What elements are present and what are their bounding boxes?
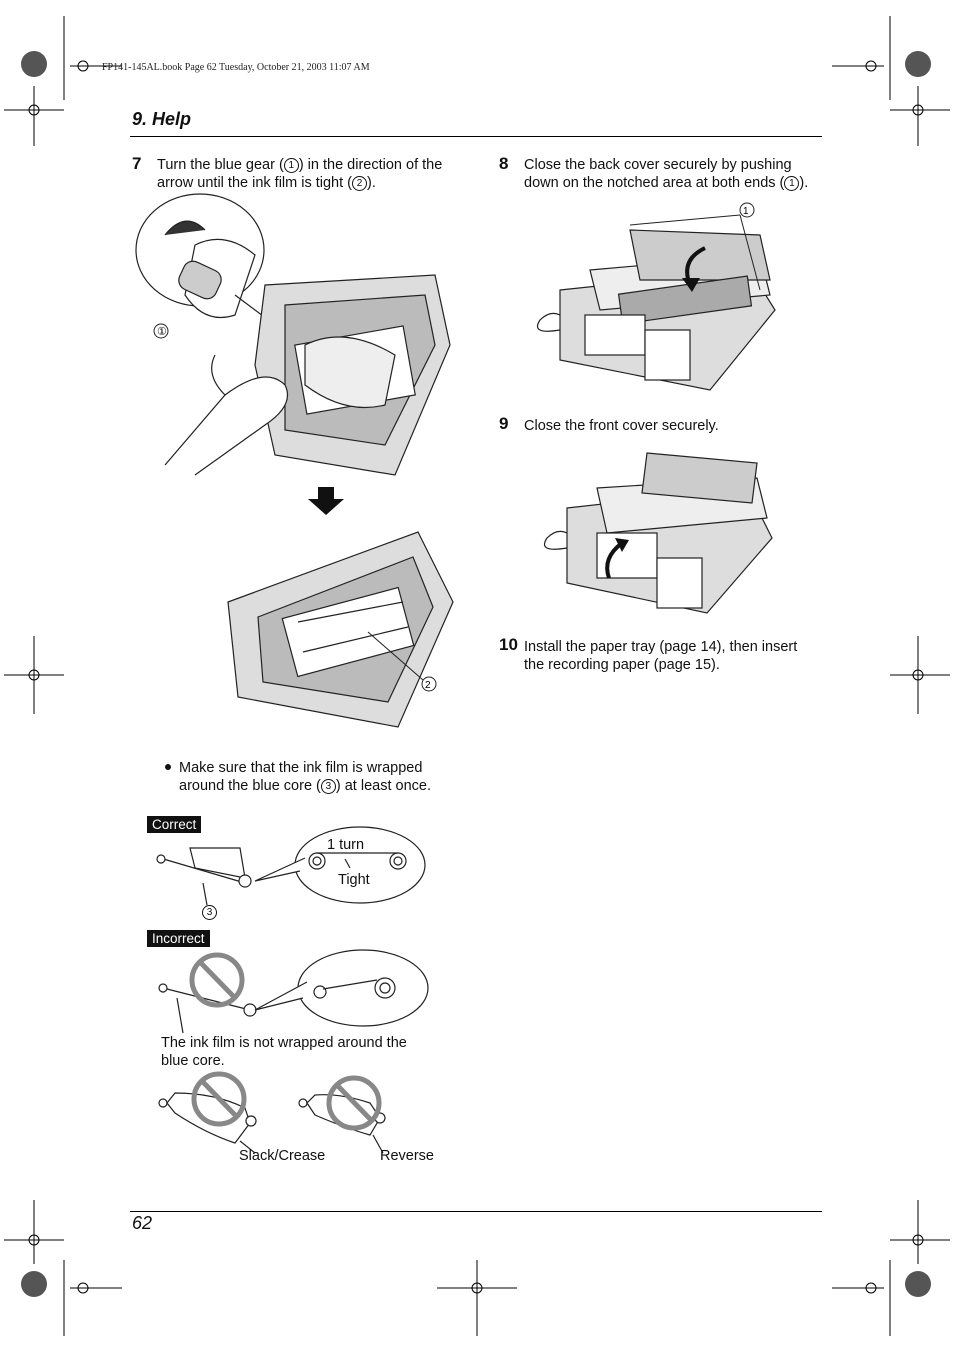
incorrect-label: Incorrect [147, 930, 210, 947]
callout-1-icon: 1 [743, 206, 749, 217]
callout-3-icon: 3 [320, 779, 336, 794]
step-7-text: Turn the blue gear (1) in the direction … [157, 157, 443, 191]
callout-2-icon: 2 [425, 680, 431, 691]
callout-1-icon: 1 [784, 176, 800, 191]
step-10-number: 10 [499, 635, 518, 654]
step-8-text: Close the back cover securely by pushing… [524, 157, 809, 191]
incorrect-roll-illustration [158, 949, 429, 1034]
top-rule [130, 136, 822, 137]
page-number: 62 [132, 1213, 153, 1233]
callout-1-icon: 1 [283, 158, 299, 173]
one-turn-label: 1 turn [327, 837, 365, 853]
section-title: 9. Help [132, 109, 192, 129]
step-10-text: Install the paper tray (page 14), then i… [524, 639, 798, 673]
fax-tight-film-illustration: 2 [227, 531, 454, 728]
bullet-icon [165, 764, 171, 770]
slack-crease-label: Slack/Crease [239, 1148, 326, 1164]
step-7-number: 7 [132, 154, 142, 173]
fax-gear-illustration: ① [135, 193, 451, 476]
correct-roll-illustration [156, 826, 426, 906]
reverse-label: Reverse [380, 1148, 434, 1164]
slack-reverse-illustration [158, 1071, 386, 1154]
step-8-number: 8 [499, 154, 509, 173]
step-9-number: 9 [499, 414, 509, 433]
callout-2-icon: 2 [352, 176, 368, 191]
bullet-note: Make sure that the ink film is wrapped a… [179, 760, 431, 794]
down-arrow-icon [308, 487, 344, 515]
incorrect-note: The ink film is not wrapped around the b… [161, 1035, 407, 1069]
callout-3-icon: 3 [202, 905, 217, 920]
correct-label: Correct [147, 816, 202, 833]
tight-label: Tight [338, 872, 370, 888]
step-9-text: Close the front cover securely. [524, 418, 719, 434]
fax-front-cover-illustration [543, 452, 773, 614]
fax-back-cover-illustration: 1 [536, 202, 776, 391]
bottom-rule [130, 1211, 822, 1212]
book-header-info: FP141-145AL.book Page 62 Tuesday, Octobe… [102, 62, 370, 73]
svg-text:①: ① [157, 326, 167, 338]
